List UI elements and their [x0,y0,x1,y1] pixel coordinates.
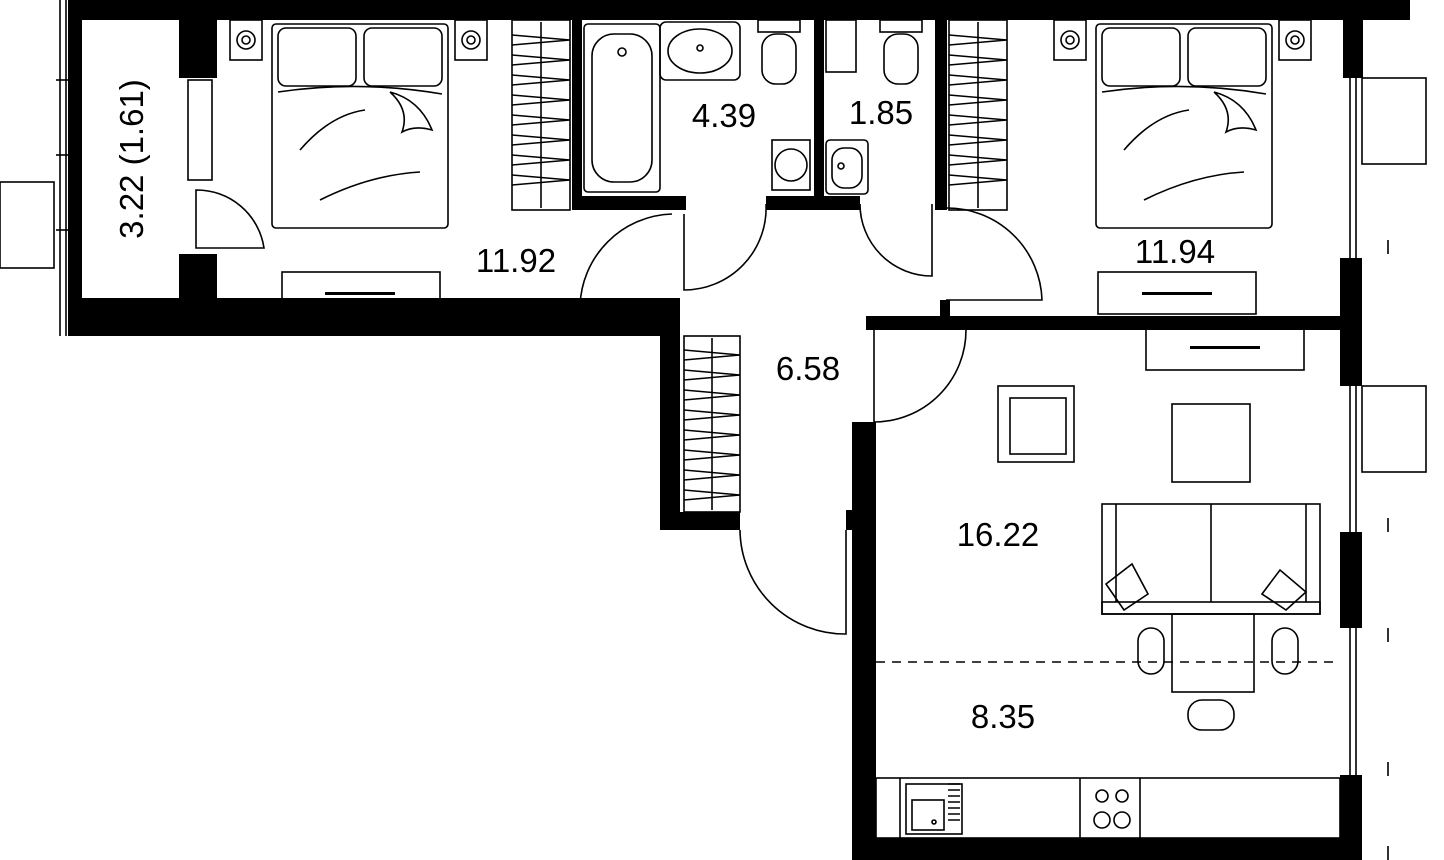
balcony-door [195,189,265,249]
balcony-window-frame [0,181,55,269]
area-bedroom-right: 11.94 [1135,233,1215,270]
toilet-fixtures [825,19,923,195]
living-wall-top [866,316,1344,330]
door-bedroom-left [579,213,673,307]
outer-wall-right-1 [1343,0,1363,78]
kitchen-units [875,777,1341,839]
bedroom-left-wall-lower [179,254,217,336]
hall-wall-left [660,310,680,530]
outer-wall-bottom [852,838,1362,860]
sofa-cushion-right [1260,568,1308,612]
door-entrance [739,529,847,635]
armchair [997,385,1075,463]
nightstand-3 [1053,19,1087,61]
outer-wall-left-bedroom-bottom [68,298,680,336]
dresser-right [1097,271,1257,315]
window-frame-right-2 [1361,385,1427,473]
toilet-wall-bottom [766,196,860,210]
toilet-sink [825,139,869,195]
bedroom-left-furniture [229,19,571,315]
bath-wall-bottom [572,196,686,210]
toilet-wall-right [935,20,947,210]
outer-wall-right-3 [1340,532,1362,628]
living-room-furniture [876,327,1427,860]
room-labels: 3.22 (1.61) 11.92 4.39 1.85 11.94 6.58 1… [113,79,1215,735]
area-balcony: 3.22 (1.61) [113,79,150,239]
bedroom-right-furniture [948,19,1427,315]
pillow-left [277,27,357,87]
kitchen-sink [905,783,963,835]
sofa-cushion-left [1104,562,1150,612]
outer-wall-right-2 [1340,258,1362,386]
toilet-bowl [761,33,797,85]
window-frame-right-1 [1361,77,1427,165]
bathroom-fixtures [583,19,811,193]
coffee-table [1171,403,1251,483]
area-bedroom-left: 11.92 [476,242,556,279]
area-bathroom: 4.39 [692,97,756,134]
hall-wardrobe [683,335,741,513]
shelf [825,19,857,73]
washing-machine [771,139,811,191]
bedroom-left-wall-upper [179,0,217,78]
bath-sink [659,21,741,81]
area-living-room: 16.22 [957,516,1040,553]
door-toilet [859,203,933,277]
bathtub [583,23,661,193]
nightstand-right [454,19,488,61]
hall-wall-stub [846,510,866,530]
dining-table [1171,613,1255,693]
tv-stand [1145,327,1305,371]
bath-toilet-partition [814,20,824,206]
walls [68,0,1410,860]
door-bathroom [683,203,767,291]
toilet2-bowl [883,33,919,85]
hall-wall-bottom [660,512,740,530]
living-wall-left [852,422,876,860]
chair-right [1271,627,1299,675]
bedroom-right-wall-stub [940,300,950,320]
area-toilet: 1.85 [849,94,913,131]
dresser-left [281,271,441,315]
balcony-wall-top-left [68,0,82,300]
nightstand-4 [1278,19,1312,61]
balcony-door-panel [187,79,213,181]
balcony [0,0,265,336]
nightstand-left [229,19,263,61]
pillow-right [363,27,443,87]
toilet-tank [757,19,801,33]
door-living-room [873,329,967,423]
chair-bottom [1187,699,1235,731]
area-hallway: 6.58 [776,350,840,387]
double-bed [271,23,449,229]
chair-left [1137,627,1165,675]
toilet2-tank [879,19,923,33]
bath-wall-left [572,20,582,200]
door-bedroom-right [945,207,1043,301]
kitchen-counter [875,777,1341,839]
cooktop [1093,789,1131,829]
outer-wall-top [68,0,1410,20]
double-bed-2 [1095,23,1273,229]
doors [579,203,1043,635]
area-kitchen: 8.35 [971,698,1035,735]
